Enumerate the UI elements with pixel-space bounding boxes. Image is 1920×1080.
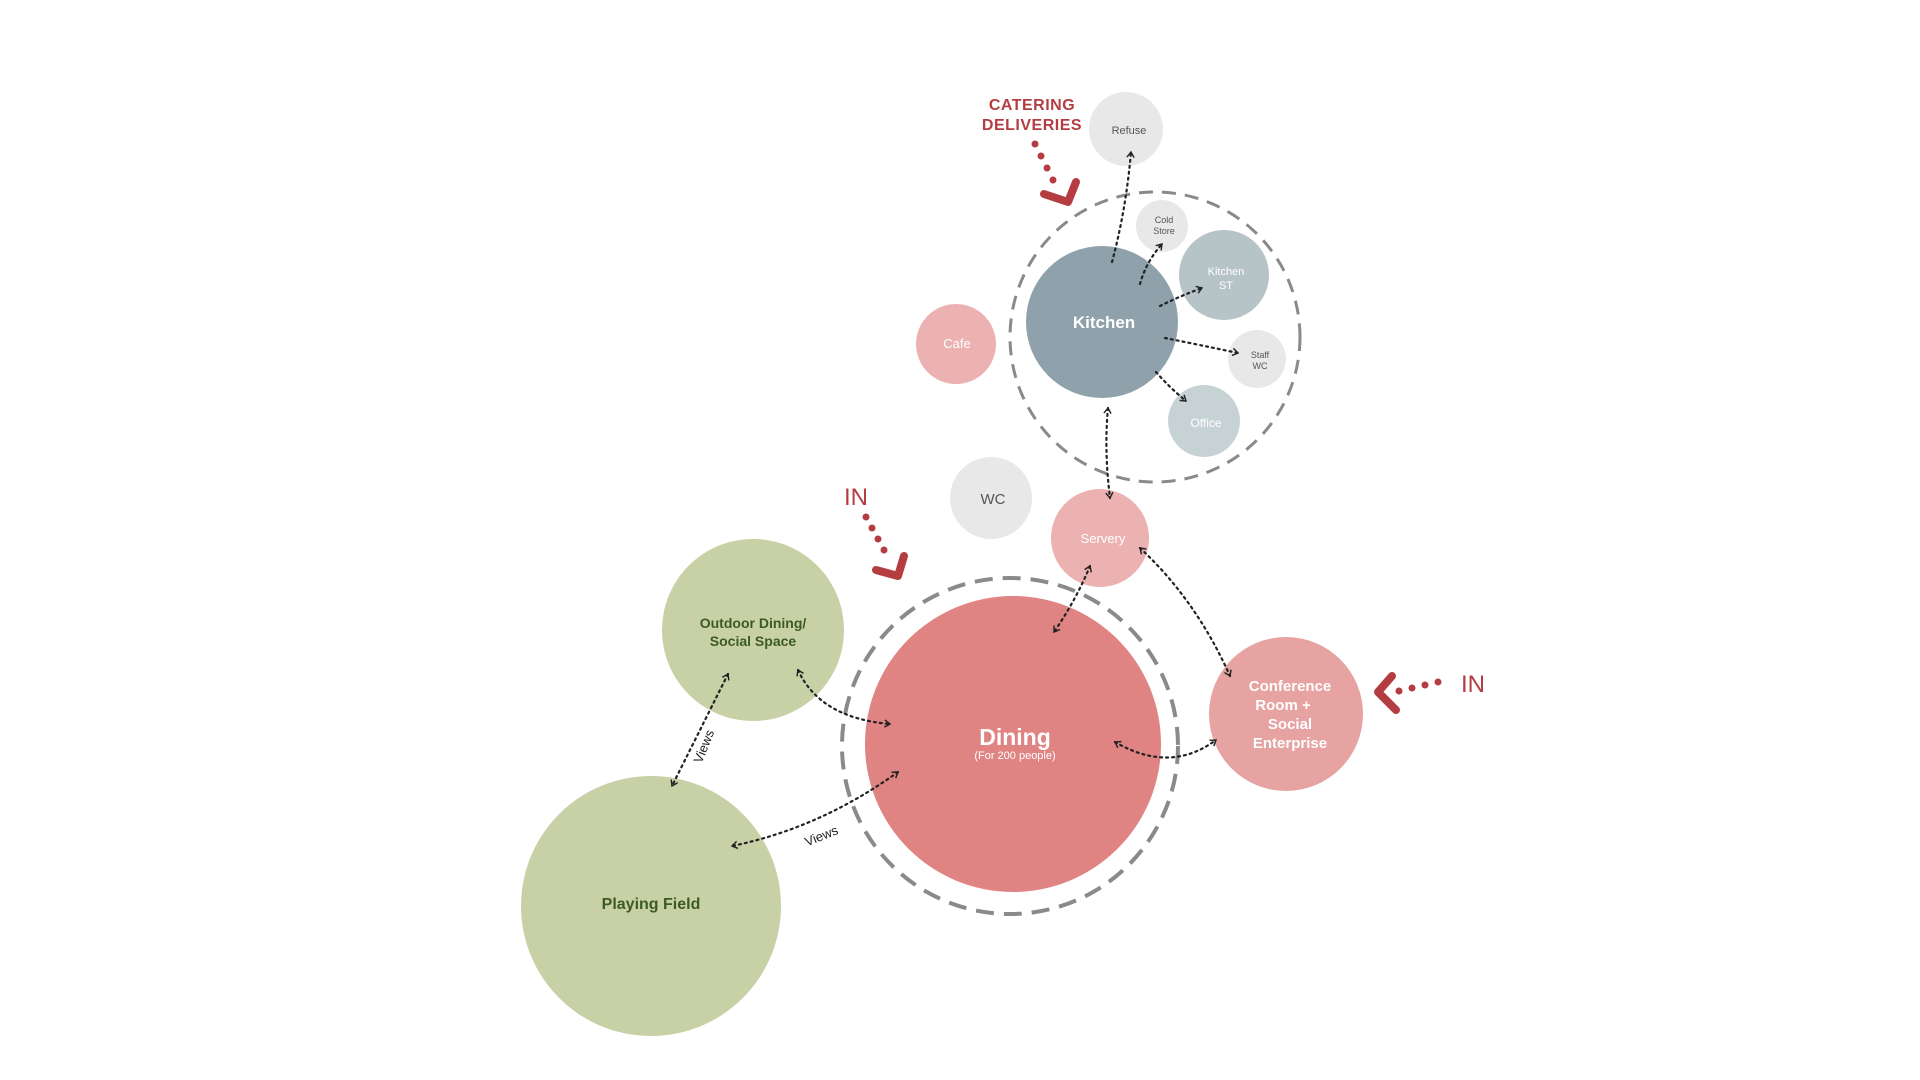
kitchen-coldstore-link — [1138, 242, 1164, 286]
in-west-label: IN — [844, 484, 868, 511]
kitchen-kitchenst-link — [1158, 285, 1204, 308]
conference-bubble[interactable] — [1209, 637, 1363, 791]
servery-bubble[interactable] — [1051, 489, 1149, 587]
in-east-dot — [1421, 681, 1429, 689]
in-east-dot — [1408, 684, 1416, 692]
catering-dot — [1043, 164, 1051, 172]
dining-capacity-label: (For 200 people) — [974, 750, 1055, 762]
catering-entry-arrow-icon — [1040, 178, 1080, 206]
dining-playingfield-views-link — [730, 770, 900, 850]
in-west-dot — [862, 513, 870, 521]
in-east-label: IN — [1461, 671, 1485, 698]
playing-field-label: Playing Field — [602, 896, 701, 913]
outdoor-dining-label: Outdoor Dining/Social Space — [700, 615, 807, 649]
catering-dot — [1037, 152, 1045, 160]
in-east-entry-arrow-icon — [1374, 672, 1400, 714]
in-east-dot — [1434, 678, 1442, 686]
catering-dot — [1049, 176, 1057, 184]
dining-conference-link — [1113, 738, 1218, 759]
in-west-entry-arrow-icon — [872, 552, 908, 580]
kitchen-office-link — [1154, 370, 1188, 403]
refuse-label: Refuse — [1112, 125, 1147, 137]
cold-store-bubble[interactable] — [1136, 200, 1188, 252]
views-label-outdoor: Views — [690, 727, 717, 765]
servery-conference-link — [1138, 546, 1232, 678]
kitchen-st-bubble[interactable] — [1179, 230, 1269, 320]
kitchen-label: Kitchen — [1073, 313, 1135, 332]
servery-label: Servery — [1081, 531, 1126, 546]
views-label-dining: Views — [803, 822, 841, 849]
servery-dining-link — [1052, 564, 1092, 634]
cafe-bubble[interactable] — [916, 304, 996, 384]
kitchen-staffwc-link — [1163, 336, 1240, 357]
wc-label: WC — [981, 491, 1006, 508]
catering-dot — [1031, 140, 1039, 148]
dining-bubble[interactable] — [865, 596, 1161, 892]
outdoor-dining-link — [796, 668, 892, 728]
cafe-label: Cafe — [943, 336, 970, 351]
kitchen-refuse-link — [1110, 150, 1135, 264]
playing-field-bubble[interactable] — [521, 776, 781, 1036]
in-west-dot — [880, 546, 888, 554]
office-bubble[interactable] — [1168, 385, 1240, 457]
wc-bubble[interactable] — [950, 457, 1032, 539]
in-west-dot — [874, 535, 882, 543]
refuse-bubble[interactable] — [1089, 92, 1163, 166]
kitchen-zone-ring — [1008, 190, 1302, 484]
in-east-dot — [1395, 687, 1403, 695]
staff-wc-bubble[interactable] — [1228, 330, 1286, 388]
office-label: Office — [1190, 416, 1221, 430]
in-west-dot — [868, 524, 876, 532]
outdoor-playingfield-views-link — [670, 672, 730, 788]
dining-label: Dining — [979, 724, 1051, 750]
kitchen-servery-link — [1103, 406, 1114, 500]
